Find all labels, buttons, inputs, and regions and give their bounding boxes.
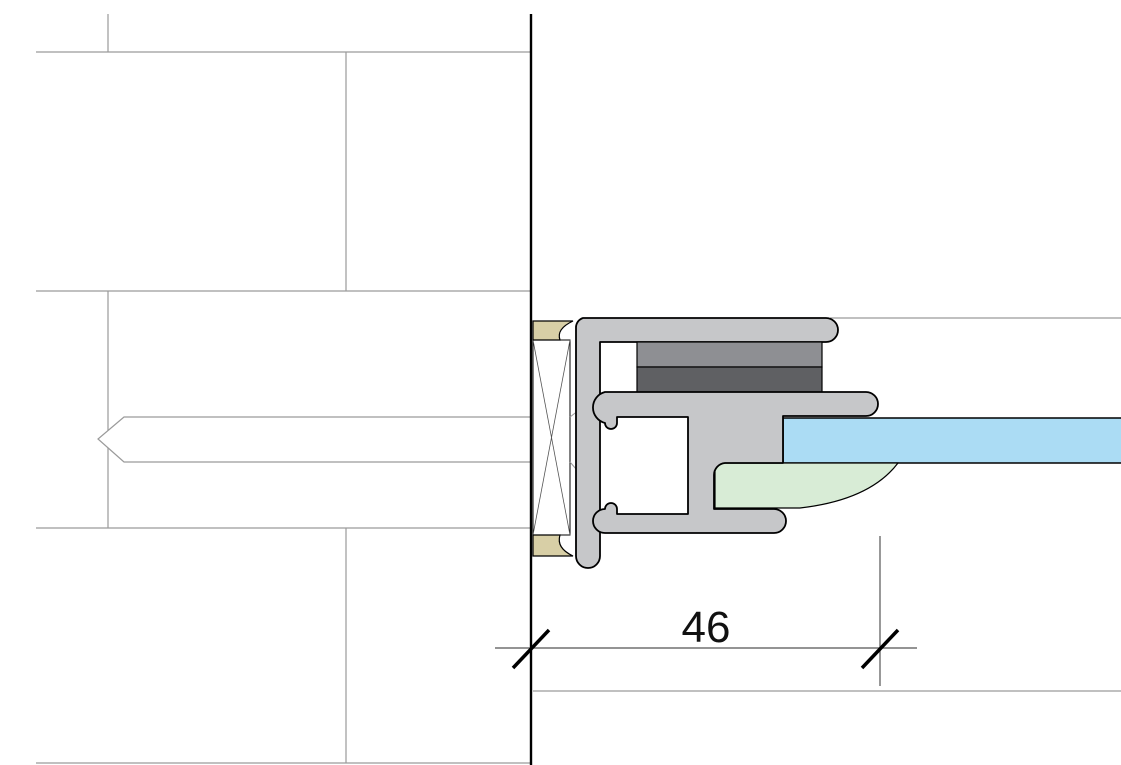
dimension-tick-icon <box>511 628 551 670</box>
reference-lines <box>533 317 1121 692</box>
aluminium-frame-profile <box>575 317 839 569</box>
glass-pane <box>782 417 1121 464</box>
clamp-profile <box>592 391 879 534</box>
gasket-lower <box>636 366 823 394</box>
sealant-bead-bottom <box>532 534 574 557</box>
brick-wall <box>36 14 531 764</box>
sealant-bead-top <box>532 320 574 341</box>
dimension-annotation: 46 <box>495 536 917 686</box>
dimension-tick-icon <box>860 628 900 670</box>
wall-anchor-screw <box>97 416 531 463</box>
glass-seal <box>714 462 900 509</box>
dimension-label: 46 <box>682 603 731 652</box>
spacer-block <box>532 339 571 536</box>
gasket-upper <box>636 341 823 368</box>
